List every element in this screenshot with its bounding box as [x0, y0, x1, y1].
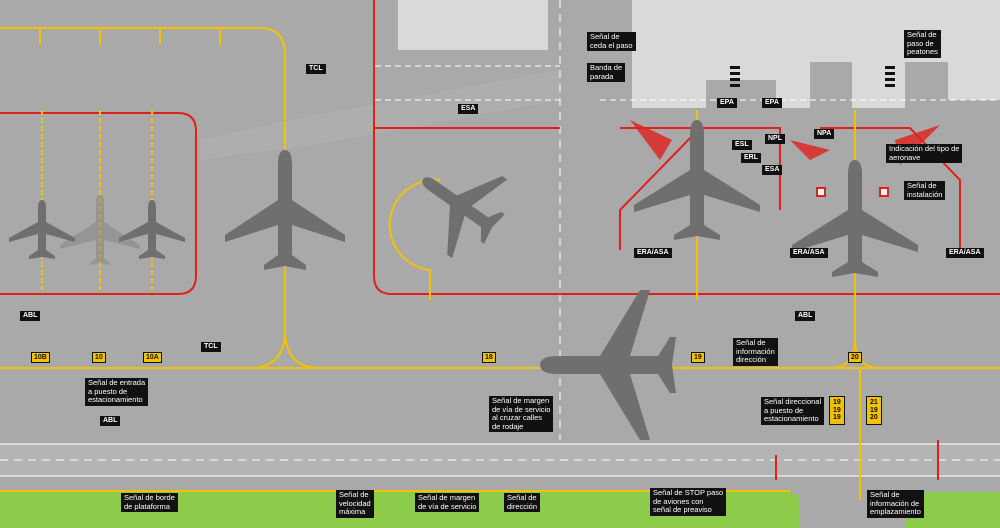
tag-esa: ESA [458, 104, 479, 114]
service-road-diagonal [200, 70, 560, 160]
stand-sign-19: 19 [691, 352, 705, 363]
aircraft-ghost [60, 195, 140, 265]
tag-abl-right: ABL [795, 311, 816, 321]
aircraft-left [225, 150, 345, 270]
building-top [398, 0, 548, 50]
label-tipo-aeronave: Indicación del tipo de aeronave [886, 144, 963, 163]
tag-era-asa-right: ERA/ASA [946, 248, 984, 258]
tag-era-asa-left: ERA/ASA [634, 248, 672, 258]
label-stop-preaviso: Señal de STOP paso de aviones con señal … [650, 488, 727, 516]
stand-sign-20: 20 [848, 352, 862, 363]
terminal-building [632, 0, 1000, 108]
tag-epa-left: EPA [717, 98, 737, 108]
aircraft-small-left [9, 200, 75, 259]
aircraft-group [9, 120, 918, 440]
holding-marks [39, 28, 221, 45]
tag-erl: ERL [741, 153, 761, 163]
stand-sign-10b: 10B [31, 352, 50, 363]
red-line-left-stand [0, 112, 197, 295]
stand-sign-10: 10 [92, 352, 106, 363]
label-borde-plataforma: Señal de borde de plataforma [121, 493, 178, 512]
label-informacion-emplazamiento: Señal de información de emplazamiento [867, 490, 924, 518]
aircraft-terminal-1 [634, 120, 760, 240]
direction-sign-b: 21 19 20 [866, 396, 882, 425]
stand-sign-18: 18 [482, 352, 496, 363]
label-entrada-puesto: Señal de entrada a puesto de estacionami… [85, 378, 149, 406]
label-direccion: Señal de dirección [504, 493, 541, 512]
tag-epa-right: EPA [762, 98, 782, 108]
aircraft-terminal-2 [792, 160, 918, 277]
tag-npa: NPA [814, 129, 835, 139]
aircraft-taxiing [540, 290, 676, 440]
lead-line-esa [388, 178, 441, 300]
label-instalacion: Señal de instalación [904, 181, 946, 200]
installation-markers [816, 187, 889, 197]
crosswalks [730, 66, 895, 87]
label-margen-cruce: Señal de margen de vía de servicio al cr… [489, 396, 554, 432]
grass-right [905, 492, 1000, 528]
tag-esa-right: ESA [762, 165, 783, 175]
label-margen-servicio: Señal de margen de vía de servicio [415, 493, 480, 512]
taxi-lead-right [284, 329, 321, 369]
label-direccional-puesto: Señal direccional a puesto de estacionam… [761, 397, 825, 425]
tag-tcl-mid: TCL [201, 342, 221, 352]
service-road-bottom [0, 444, 1000, 476]
red-line-centre [373, 0, 1000, 295]
label-banda-parada: Banda de parada [587, 63, 626, 82]
stand-sign-10a: 10A [143, 352, 162, 363]
label-informacion-direccion: Señal de información dirección [733, 338, 778, 366]
red-line-stop [775, 440, 939, 480]
aircraft-small-right [119, 200, 185, 259]
tag-abl-bottom: ABL [100, 416, 121, 426]
label-velocidad-maxima: Señal de velocidad máxima [336, 490, 374, 518]
label-ceda-paso: Señal de ceda el paso [587, 32, 636, 51]
aircraft-esa [422, 176, 508, 259]
tag-era-asa-mid: ERA/ASA [790, 248, 828, 258]
tag-npl: NPL [765, 134, 785, 144]
tag-esl: ESL [732, 140, 752, 150]
tag-abl-left: ABL [20, 311, 41, 321]
grass-left [0, 492, 800, 528]
label-paso-peatones: Señal de paso de peatones [904, 30, 941, 58]
direction-sign-a: 19 19 19 [829, 396, 845, 425]
tag-tcl-top: TCL [306, 64, 326, 74]
